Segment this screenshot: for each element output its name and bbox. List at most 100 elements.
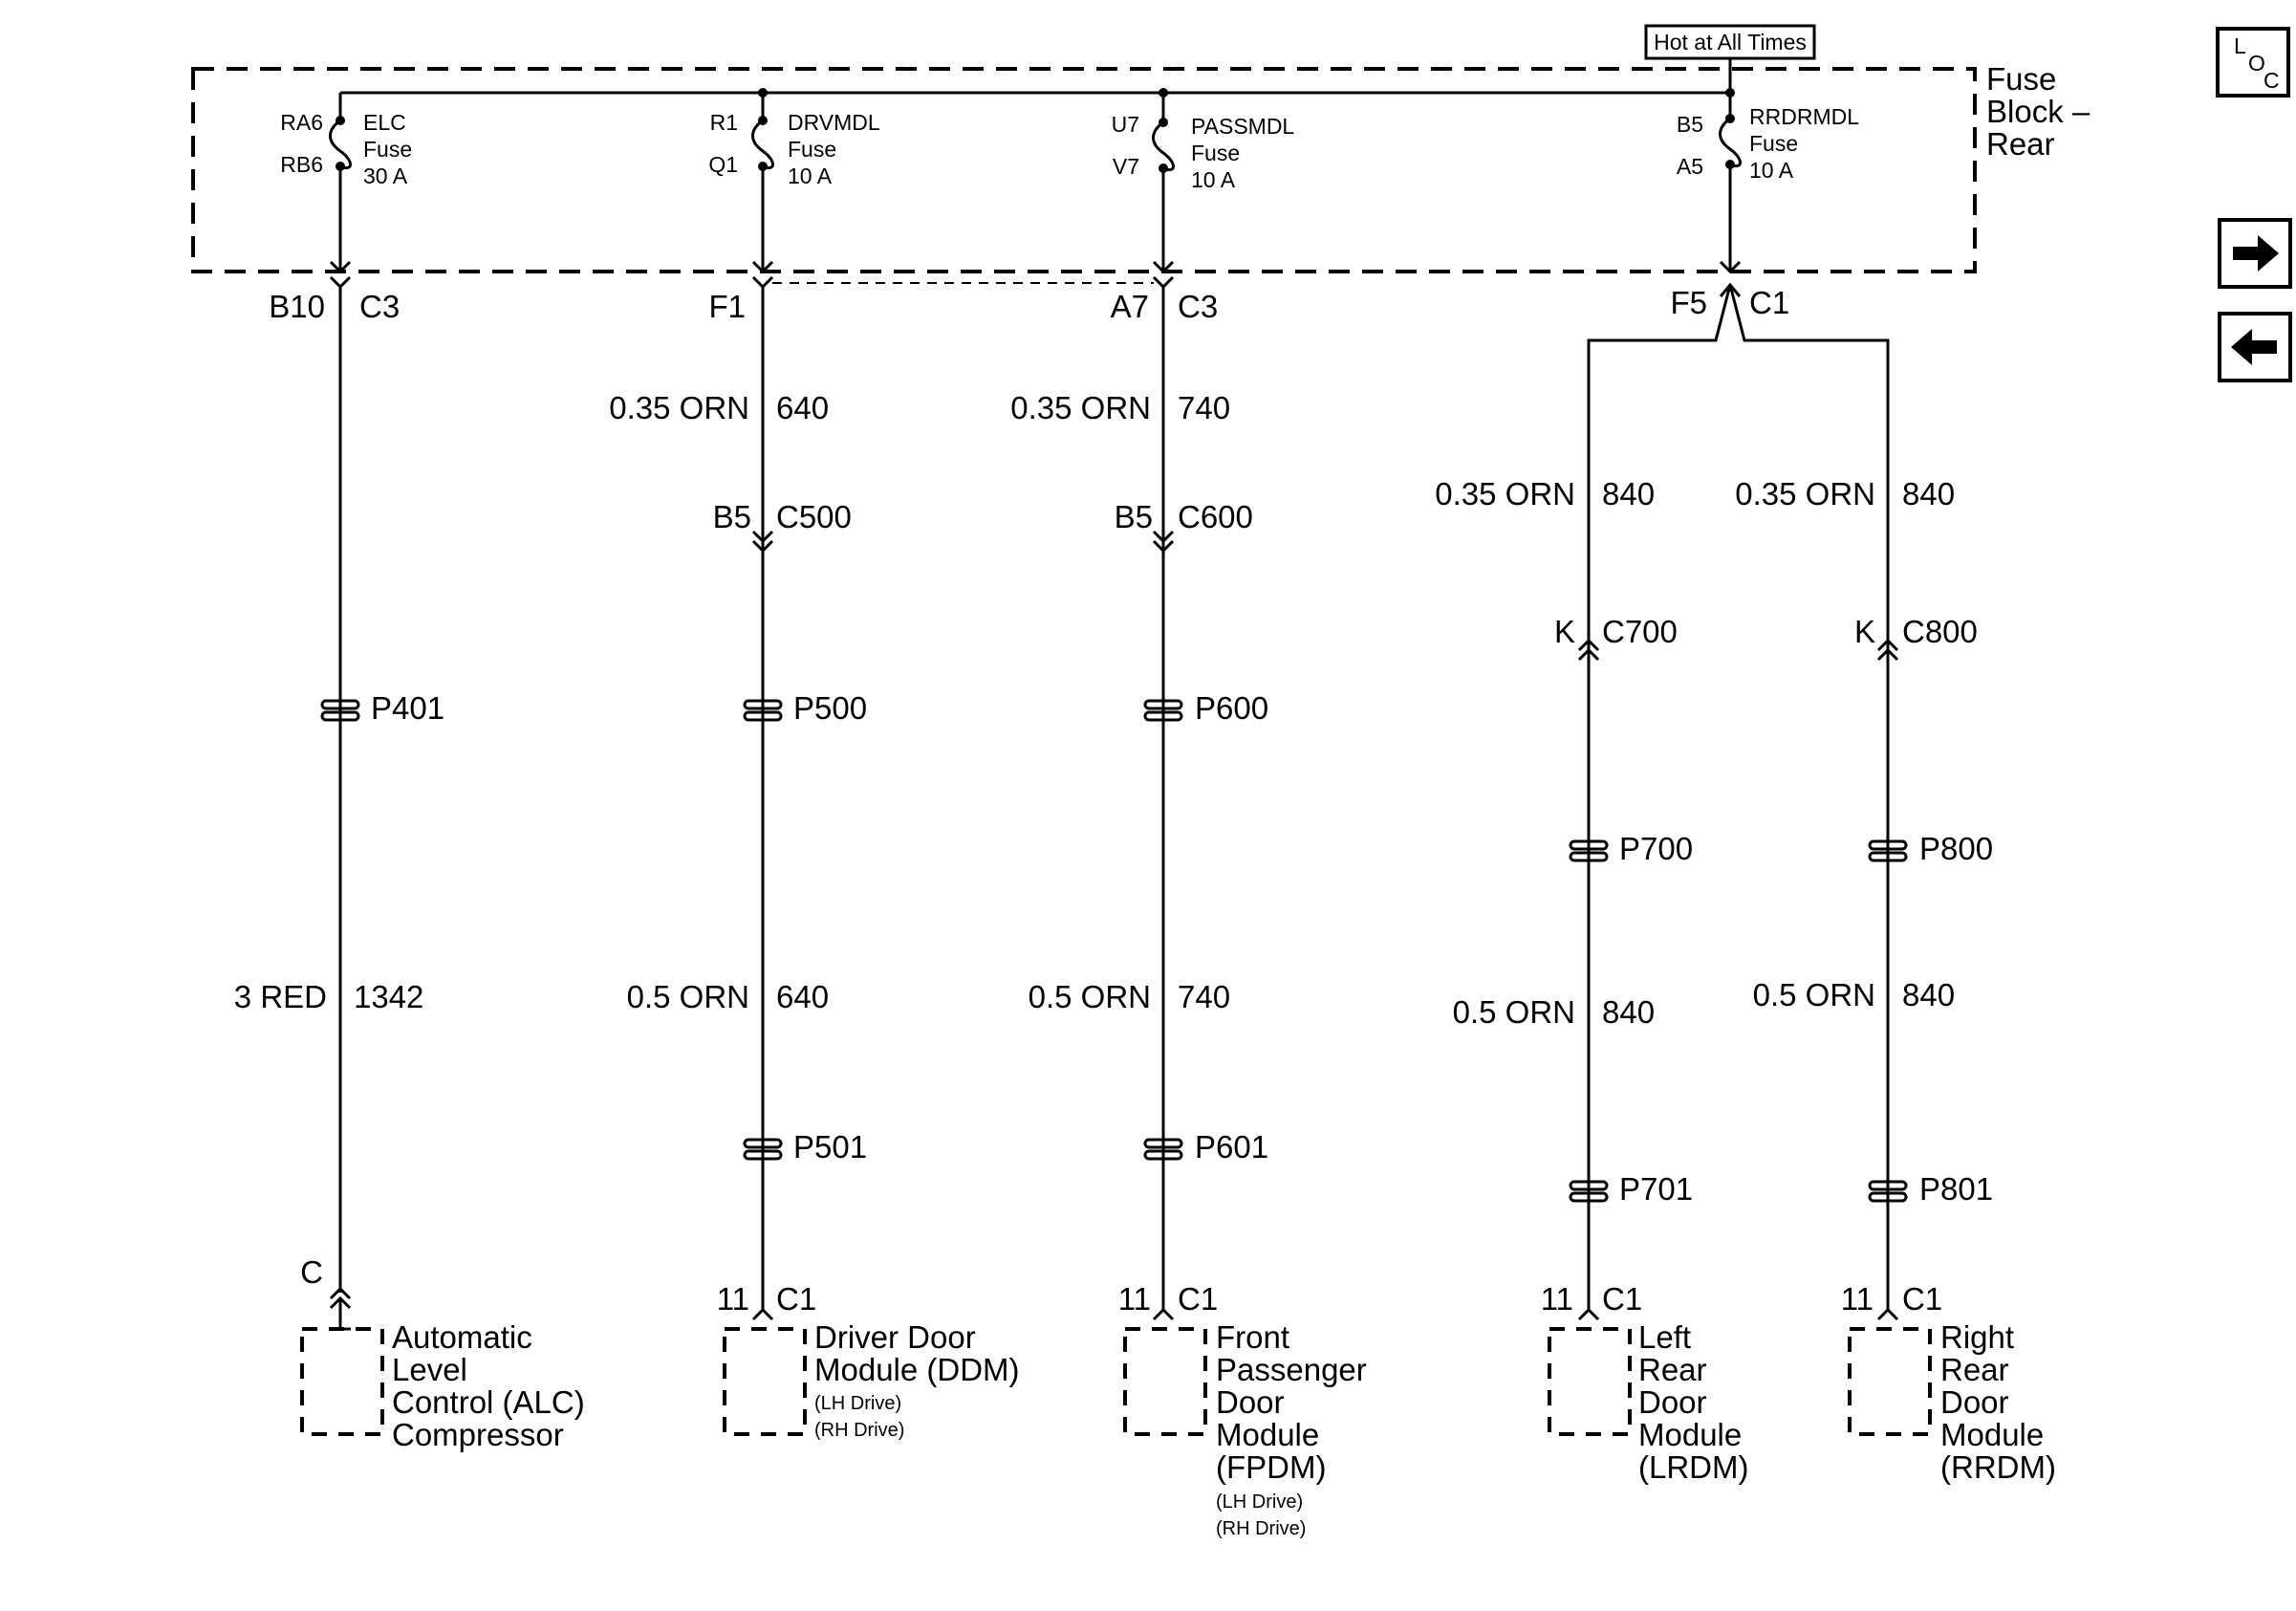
svg-text:Module: Module (1216, 1417, 1319, 1452)
passthrough-p500: P500 (743, 690, 867, 726)
terminal-alc: C (300, 1254, 352, 1331)
svg-text:Door: Door (1638, 1384, 1707, 1420)
svg-text:Driver Door: Driver Door (814, 1319, 976, 1355)
fuse-rrdrmdl: B5 A5 RRDRMDL Fuse 10 A (1677, 93, 1859, 270)
svg-text:Door: Door (1216, 1384, 1285, 1420)
svg-text:P401: P401 (371, 690, 444, 726)
svg-text:PASSMDL: PASSMDL (1191, 114, 1294, 139)
svg-text:(FPDM): (FPDM) (1216, 1449, 1326, 1485)
svg-text:B5: B5 (713, 499, 751, 534)
svg-text:0.35 ORN: 0.35 ORN (1435, 476, 1575, 512)
wire-label-840-left-lower: 0.5 ORN 840 (1453, 994, 1655, 1030)
passthrough-p601: P601 (1143, 1129, 1268, 1165)
svg-text:C: C (300, 1254, 323, 1290)
fuse-passmdl: U7 V7 PASSMDL Fuse 10 A (1112, 93, 1294, 270)
svg-text:F5: F5 (1670, 285, 1707, 320)
svg-text:Level: Level (392, 1352, 467, 1387)
svg-text:P601: P601 (1195, 1129, 1268, 1165)
svg-text:Rear: Rear (1986, 126, 2055, 162)
passthrough-p700: P700 (1569, 831, 1693, 866)
svg-text:Block –: Block – (1986, 94, 2090, 129)
svg-text:(LH Drive): (LH Drive) (814, 1393, 901, 1414)
svg-text:Fuse: Fuse (1986, 61, 2056, 97)
svg-text:B10: B10 (269, 289, 325, 324)
component-alc-compressor: Automatic Level Control (ALC) Compressor (300, 1319, 585, 1452)
connector-c1-rear: F5 C1 (1587, 260, 1890, 1310)
svg-text:740: 740 (1178, 979, 1230, 1014)
connector-c3-alc: B10 C3 (269, 260, 400, 324)
svg-text:Rear: Rear (1638, 1352, 1707, 1387)
prev-page-button[interactable] (2218, 312, 2292, 382)
svg-text:Automatic: Automatic (392, 1319, 532, 1355)
svg-text:Fuse: Fuse (363, 137, 412, 162)
svg-text:Module: Module (1638, 1417, 1742, 1452)
svg-text:P501: P501 (793, 1129, 867, 1165)
svg-text:C1: C1 (1178, 1281, 1218, 1317)
location-button[interactable]: L O C (2216, 27, 2290, 98)
svg-text:C1: C1 (776, 1281, 816, 1317)
svg-text:RA6: RA6 (280, 110, 323, 135)
wire-label-840-right-upper: 0.35 ORN 840 (1735, 476, 1955, 512)
svg-text:0.35 ORN: 0.35 ORN (1735, 476, 1875, 512)
svg-text:Door: Door (1940, 1384, 2009, 1420)
svg-text:P600: P600 (1195, 690, 1268, 726)
svg-text:840: 840 (1902, 977, 1955, 1012)
passthrough-p801: P801 (1868, 1171, 1993, 1207)
wire-label-740-lower: 0.5 ORN 740 (1029, 979, 1230, 1014)
svg-text:0.35 ORN: 0.35 ORN (609, 390, 749, 425)
svg-text:10 A: 10 A (1749, 158, 1794, 183)
svg-text:0.5 ORN: 0.5 ORN (627, 979, 749, 1014)
svg-text:30 A: 30 A (363, 163, 408, 188)
svg-text:Module (DDM): Module (DDM) (814, 1352, 1020, 1387)
svg-text:C1: C1 (1749, 285, 1789, 320)
terminal-rrdm: 11 C1 (1841, 1281, 1942, 1321)
svg-text:C3: C3 (1178, 289, 1218, 324)
passthrough-p501: P501 (743, 1129, 867, 1165)
svg-text:840: 840 (1902, 476, 1955, 512)
svg-text:RB6: RB6 (280, 152, 323, 177)
svg-text:0.5 ORN: 0.5 ORN (1029, 979, 1151, 1014)
svg-text:740: 740 (1178, 390, 1230, 425)
svg-text:(LRDM): (LRDM) (1638, 1449, 1748, 1485)
svg-text:V7: V7 (1113, 154, 1139, 179)
svg-text:1342: 1342 (354, 979, 423, 1014)
svg-text:640: 640 (776, 979, 829, 1014)
wire-label-640-upper: 0.35 ORN 640 (609, 390, 829, 425)
wire-label-840-right-lower: 0.5 ORN 840 (1753, 977, 1955, 1012)
svg-text:11: 11 (1541, 1281, 1573, 1317)
component-right-rear-door-module: Right Rear Door Module (RRDM) (1848, 1319, 2056, 1485)
svg-text:Fuse: Fuse (1191, 141, 1240, 165)
svg-text:(RRDM): (RRDM) (1940, 1449, 2056, 1485)
connector-c500: B5 C500 (713, 499, 852, 554)
svg-text:K: K (1554, 614, 1575, 649)
passthrough-p401: P401 (320, 690, 444, 726)
svg-text:Passenger: Passenger (1216, 1352, 1367, 1387)
svg-text:A5: A5 (1677, 154, 1703, 179)
svg-text:0.35 ORN: 0.35 ORN (1010, 390, 1151, 425)
svg-text:P500: P500 (793, 690, 867, 726)
svg-text:P801: P801 (1919, 1171, 1993, 1207)
svg-text:11: 11 (717, 1281, 749, 1317)
loc-letter-o: O (2248, 51, 2265, 76)
hot-at-all-times-label: Hot at All Times (1644, 24, 1816, 60)
fuse-block-outline (191, 67, 1977, 273)
svg-text:C800: C800 (1902, 614, 1978, 649)
svg-text:0.5 ORN: 0.5 ORN (1453, 994, 1575, 1030)
svg-text:P700: P700 (1619, 831, 1693, 866)
loc-letter-c: C (2264, 68, 2280, 93)
fuse-elc: RA6 RB6 ELC Fuse 30 A (280, 93, 412, 270)
svg-text:Rear: Rear (1940, 1352, 2009, 1387)
svg-text:F1: F1 (708, 289, 746, 324)
svg-text:C500: C500 (776, 499, 852, 534)
svg-text:R1: R1 (710, 110, 738, 135)
svg-text:(RH Drive): (RH Drive) (1216, 1518, 1306, 1539)
svg-text:C600: C600 (1178, 499, 1253, 534)
next-page-button[interactable] (2218, 218, 2292, 289)
svg-text:840: 840 (1602, 476, 1655, 512)
connector-c800: K C800 (1854, 614, 1978, 662)
wire-label-840-left-upper: 0.35 ORN 840 (1435, 476, 1655, 512)
connector-f1: F1 (708, 260, 774, 324)
component-driver-door-module: Driver Door Module (DDM) (LH Drive) (RH … (723, 1319, 1020, 1441)
terminal-lrdm: 11 C1 (1541, 1281, 1642, 1321)
